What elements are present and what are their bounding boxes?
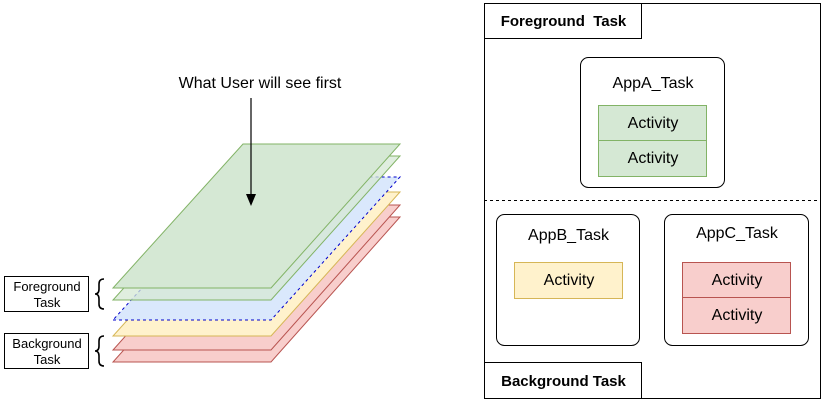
app-c-activity-2: Activity [711, 307, 763, 324]
app-c-activity-2-box [682, 297, 791, 334]
foreground-header-label: Foreground Task [500, 13, 627, 30]
background-header-label: Background Task [501, 372, 626, 390]
app-c-activity-1: Activity [711, 271, 763, 289]
brace-background [94, 335, 105, 367]
background-header-box [484, 362, 642, 399]
legend-foreground-label: Foreground Task [13, 278, 81, 310]
app-a-activity-1-box [598, 105, 707, 141]
callout-text: What User will see first [178, 75, 342, 92]
layer-green-front [111, 143, 402, 289]
app-b-activity-1: Activity [543, 272, 595, 289]
app-a-activity-2-box [598, 140, 707, 177]
app-a-activity-2: Activity [627, 150, 679, 167]
legend-background-label: Background Task [12, 335, 82, 367]
legend-background-box [4, 333, 89, 369]
foreground-header-box [484, 3, 642, 39]
brace-foreground [94, 278, 105, 310]
arrow-head [246, 194, 256, 206]
app-c-activity-1-box [682, 262, 791, 298]
app-a-title: AppA_Task [612, 75, 694, 92]
app-a-activity-1: Activity [627, 114, 679, 132]
legend-foreground-box [4, 276, 89, 312]
app-b-title: AppB_Task [528, 227, 609, 244]
app-c-title: AppC_Task [696, 225, 778, 242]
app-b-activity-1-box [514, 262, 623, 299]
